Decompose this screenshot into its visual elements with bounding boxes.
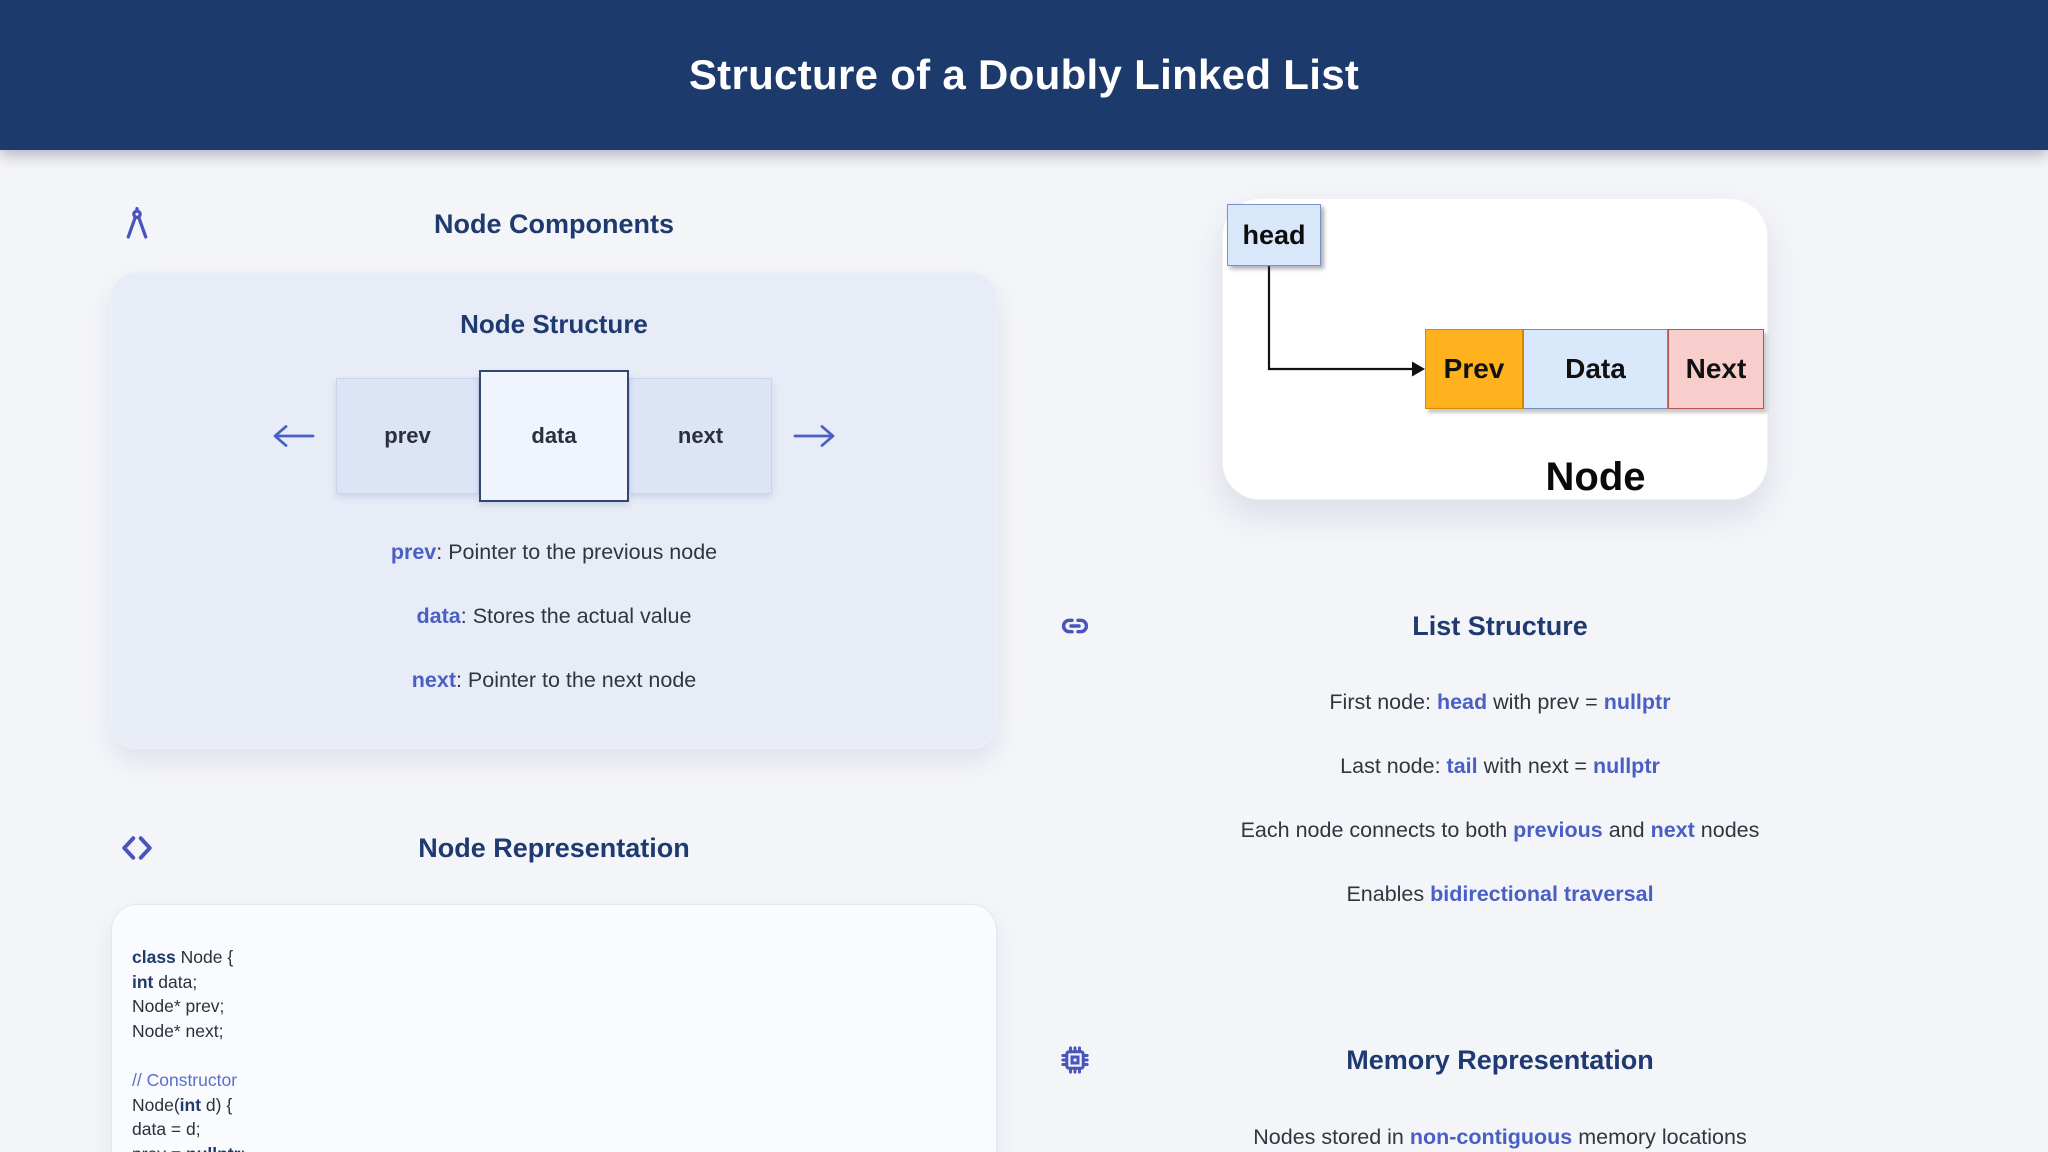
description-line: prev: Pointer to the previous node	[390, 539, 718, 564]
code-line: Node(int d) {	[132, 1094, 233, 1115]
next-box: next	[629, 378, 772, 494]
section-heading: Node Representation	[418, 832, 690, 863]
section-heading: List Structure	[1412, 610, 1588, 641]
description-line: data: Stores the actual value	[416, 603, 692, 628]
head-pointer-box: head	[1227, 204, 1321, 266]
head-to-node-arrow	[1267, 266, 1425, 377]
list-structure-line: Last node: tail with next = nullptr	[1340, 753, 1660, 778]
chip-icon	[1061, 1046, 1089, 1074]
section-heading: Node Components	[434, 208, 674, 239]
left-arrow-icon	[273, 425, 315, 447]
page-title: Structure of a Doubly Linked List	[688, 51, 1360, 98]
page-header: Structure of a Doubly Linked List	[0, 0, 2048, 150]
diagram-cell-next: Next	[1668, 329, 1764, 409]
node-structure-card: Node Structure prev data next prev: Poin…	[111, 272, 997, 749]
right-arrow-icon	[793, 425, 835, 447]
section-list-structure: List Structure	[1055, 600, 1945, 652]
code-block: class Node { int data; Node* prev; Node* ne…	[132, 945, 972, 1152]
code-line	[132, 1043, 972, 1068]
list-structure-line: First node: head with prev = nullptr	[1329, 689, 1671, 714]
code-line: // Constructor	[132, 1069, 238, 1090]
code-line: prev = nullptr;	[132, 1142, 972, 1152]
diagram-cell-data: Data	[1523, 329, 1668, 409]
card-title: Node Structure	[460, 309, 648, 339]
section-memory-representation: Memory Representation	[1055, 1034, 1945, 1086]
section-node-components: Node Components	[111, 198, 997, 250]
list-structure-line: Each node connects to both previous and …	[1240, 817, 1760, 842]
data-box: data	[479, 370, 629, 502]
link-icon	[1061, 618, 1089, 634]
memory-line: Nodes stored in non-contiguous memory lo…	[1253, 1124, 1747, 1149]
list-structure-line: Enables bidirectional traversal	[1346, 881, 1654, 906]
code-icon	[122, 836, 152, 860]
section-node-representation: Node Representation	[111, 822, 997, 874]
node-caption: Node	[1545, 455, 1646, 499]
code-line: Node* prev;	[132, 996, 225, 1017]
code-card: class Node { int data; Node* prev; Node* ne…	[111, 904, 997, 1152]
code-line: Node* next;	[132, 1020, 224, 1041]
code-line: int data;	[132, 971, 198, 992]
memory-representation-facts: Nodes stored in non-contiguous memory lo…	[1055, 1105, 1945, 1152]
field-descriptions: prev: Pointer to the previous node data: …	[112, 520, 996, 712]
diagram-cell-prev: Prev	[1425, 329, 1523, 409]
node-structure-diagram: prev data next	[112, 370, 996, 502]
description-line: next: Pointer to the next node	[411, 667, 697, 692]
code-line: data = d;	[132, 1119, 201, 1140]
section-heading: Memory Representation	[1346, 1044, 1654, 1075]
code-line: class Node {	[132, 947, 234, 967]
drafting-compass-icon	[126, 207, 148, 239]
prev-box: prev	[336, 378, 479, 494]
